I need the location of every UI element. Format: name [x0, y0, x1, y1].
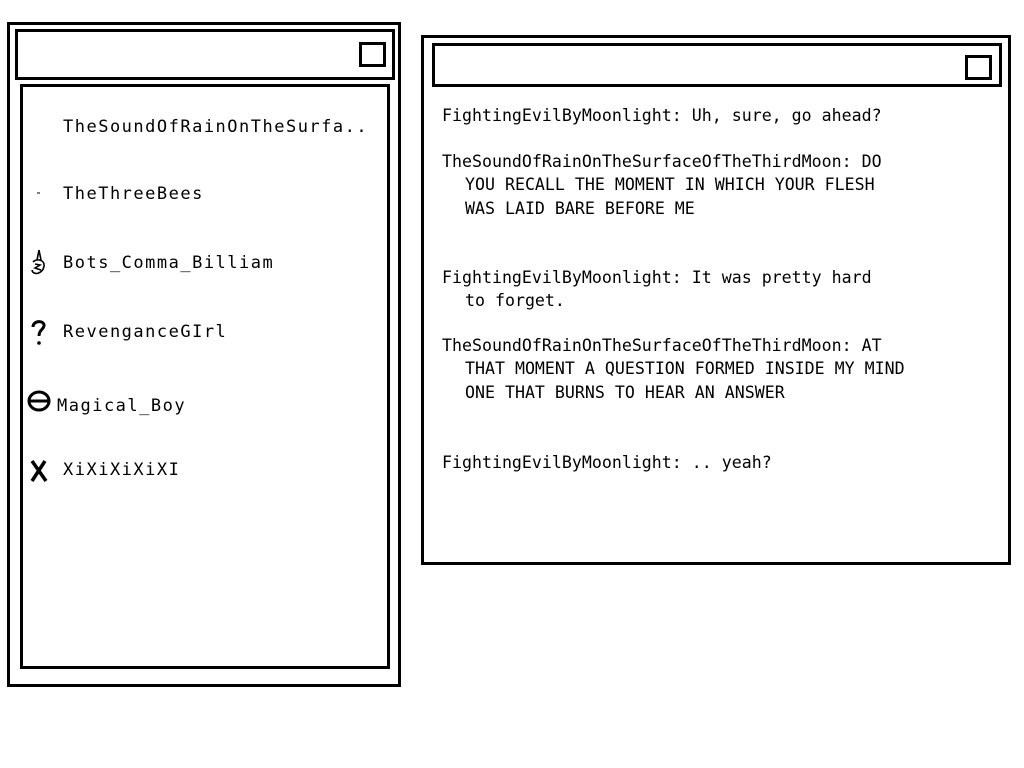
buddy-list-item[interactable]: Bots_Comma_Billiam [23, 248, 383, 278]
message-line: FightingEvilByMoonlight: Uh, sure, go ah… [442, 106, 882, 125]
buddy-list-item[interactable]: XiXiXiXiXI [23, 455, 383, 485]
hand-drawn-three-icon [23, 248, 55, 278]
buddy-name: Bots_Comma_Billiam [63, 253, 275, 273]
message-line: TheSoundOfRainOnTheSurfaceOfTheThirdMoon… [442, 152, 882, 171]
message-line: YOU RECALL THE MOMENT IN WHICH YOUR FLES… [465, 175, 875, 195]
buddy-list-window: TheSoundOfRainOnTheSurfa.. TheThreeBees … [7, 22, 401, 687]
chat-message: TheSoundOfRainOnTheSurfaceOfTheThirdMoon… [442, 150, 882, 220]
buddy-list-item[interactable]: TheSoundOfRainOnTheSurfa.. [23, 112, 383, 142]
message-line: TheSoundOfRainOnTheSurfaceOfTheThirdMoon… [442, 336, 882, 355]
message-line: WAS LAID BARE BEFORE ME [465, 198, 695, 218]
blank-icon [23, 112, 55, 142]
buddy-list: TheSoundOfRainOnTheSurfa.. TheThreeBees … [20, 84, 390, 669]
buddy-list-item[interactable]: Magical_Boy [23, 386, 383, 416]
message-line: to forget. [465, 291, 565, 311]
buddy-name: Magical_Boy [57, 396, 187, 416]
buddy-name: RevenganceGIrl [63, 322, 228, 342]
chat-title-bar[interactable] [432, 43, 1002, 87]
buddy-name: TheSoundOfRainOnTheSurfa.. [63, 117, 369, 137]
chat-message: FightingEvilByMoonlight: .. yeah? [442, 451, 772, 474]
dot-icon [23, 179, 55, 209]
message-line: FightingEvilByMoonlight: .. yeah? [442, 453, 772, 472]
buddy-name: TheThreeBees [63, 184, 204, 204]
message-line: ONE THAT BURNS TO HEAR AN ANSWER [465, 382, 785, 402]
close-button[interactable] [359, 42, 386, 67]
chat-window: FightingEvilByMoonlight: Uh, sure, go ah… [421, 35, 1011, 565]
close-button[interactable] [965, 55, 992, 80]
buddy-list-item[interactable]: RevenganceGIrl [23, 317, 383, 347]
question-mark-icon [23, 317, 55, 347]
theta-icon [23, 386, 55, 416]
buddy-name: XiXiXiXiXI [63, 460, 181, 480]
buddy-list-title-bar[interactable] [15, 29, 395, 80]
message-line: FightingEvilByMoonlight: It was pretty h… [442, 268, 872, 287]
x-mark-icon [23, 455, 55, 485]
chat-message: FightingEvilByMoonlight: Uh, sure, go ah… [442, 104, 882, 127]
message-line: THAT MOMENT A QUESTION FORMED INSIDE MY … [465, 359, 905, 379]
buddy-list-item[interactable]: TheThreeBees [23, 179, 383, 209]
chat-message: TheSoundOfRainOnTheSurfaceOfTheThirdMoon… [442, 334, 905, 404]
chat-message: FightingEvilByMoonlight: It was pretty h… [442, 266, 872, 313]
